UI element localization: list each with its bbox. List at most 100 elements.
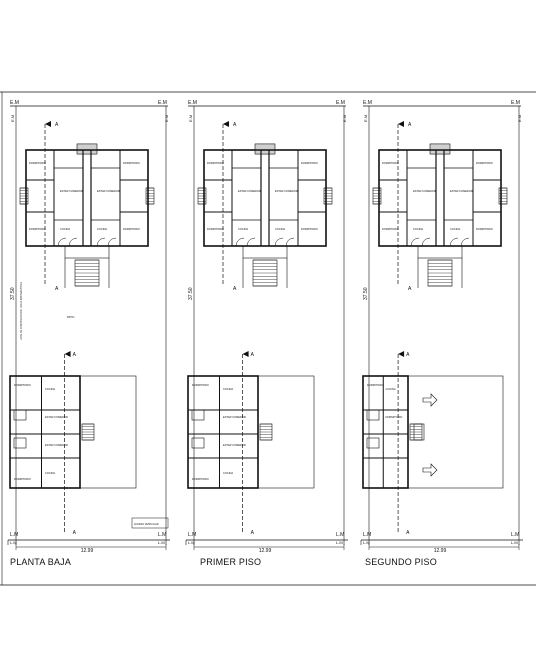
section-label-a: A bbox=[406, 352, 410, 358]
section-label-a: A bbox=[73, 530, 77, 536]
door-swing bbox=[246, 237, 256, 247]
lower-lot-outline bbox=[257, 375, 315, 489]
bathroom bbox=[366, 437, 380, 449]
room-label-upper: ESTAR COMEDOR bbox=[450, 189, 473, 193]
stair-outline bbox=[372, 187, 382, 205]
room-label-lower: COCINA bbox=[45, 471, 55, 475]
section-label-a: A bbox=[251, 352, 255, 358]
em-vertical-right: E.M bbox=[342, 115, 347, 122]
room-label-lower: DORMITORIO bbox=[14, 383, 31, 387]
caption-planta-baja: PLANTA BAJA bbox=[10, 557, 72, 567]
stair-outline bbox=[427, 259, 453, 287]
em-label-left: E.M bbox=[363, 100, 372, 106]
room-label-upper: DORMITORIO bbox=[301, 227, 318, 231]
caption-segundo-piso: SEGUNDO PISO bbox=[365, 557, 437, 567]
room-label-lower: DORMITORIO bbox=[192, 383, 209, 387]
room-label-upper: DORMITORIO bbox=[207, 161, 224, 165]
lower-block-outline bbox=[362, 375, 409, 489]
front-landing bbox=[242, 245, 288, 259]
em-label-right: E.M bbox=[336, 100, 345, 106]
bathroom bbox=[13, 409, 27, 421]
door-swing bbox=[235, 237, 245, 247]
section-arrow bbox=[64, 351, 71, 357]
door-swing bbox=[96, 237, 106, 247]
room-label-lower: COCINA bbox=[386, 387, 396, 391]
door-swing bbox=[410, 237, 420, 247]
section-arrow bbox=[398, 351, 405, 357]
section-arrow bbox=[398, 121, 404, 127]
arrow-icon bbox=[422, 393, 438, 407]
room-label-upper: COCINA bbox=[275, 227, 285, 231]
room-label-upper: DORMITORIO bbox=[301, 161, 318, 165]
stair-outline bbox=[145, 187, 155, 205]
lm-label-left-lower: L.M bbox=[188, 540, 195, 545]
door-swing bbox=[285, 237, 295, 247]
room-label-upper: COCINA bbox=[97, 227, 107, 231]
room-label-upper: DORMITORIO bbox=[29, 161, 46, 165]
door-swing bbox=[274, 237, 284, 247]
door-swing bbox=[107, 237, 117, 247]
section-label-a: A bbox=[55, 122, 59, 128]
room-label-lower: ESTAR COMEDOR bbox=[223, 443, 246, 447]
stair-outline bbox=[252, 259, 278, 287]
section-arrow bbox=[45, 121, 51, 127]
door-swing bbox=[421, 237, 431, 247]
room-label-upper: ESTAR COMEDOR bbox=[97, 189, 120, 193]
room-label-upper: DORMITORIO bbox=[123, 161, 140, 165]
door-swing bbox=[57, 237, 67, 247]
lm-label-left-lower: L.M bbox=[363, 540, 370, 545]
stair-outline bbox=[254, 143, 276, 155]
stair-outline bbox=[429, 143, 451, 155]
lm-label-right-lower: L.M bbox=[158, 540, 165, 545]
lm-label-right-lower: L.M bbox=[511, 540, 518, 545]
depth-dimension: 37.50 bbox=[363, 287, 369, 300]
room-label-upper: COCINA bbox=[60, 227, 70, 231]
em-label-right: E.M bbox=[158, 100, 167, 106]
room-label-upper: COCINA bbox=[238, 227, 248, 231]
section-arrow bbox=[223, 121, 229, 127]
room-label-upper: ESTAR COMEDOR bbox=[60, 189, 83, 193]
room-label-upper: DORMITORIO bbox=[476, 227, 493, 231]
room-label-upper: ESTAR COMEDOR bbox=[238, 189, 261, 193]
em-label-left: E.M bbox=[10, 100, 19, 106]
room-label-lower: DORMITORIO bbox=[192, 477, 209, 481]
stair-outline bbox=[76, 143, 98, 155]
stamp-text: ACCESO VEHICULAR bbox=[134, 523, 159, 526]
front-landing bbox=[64, 245, 110, 259]
room-label-upper: DORMITORIO bbox=[382, 161, 399, 165]
section-label-a: A bbox=[408, 122, 412, 128]
room-label-lower: DORMITORIO bbox=[367, 383, 384, 387]
bathroom bbox=[13, 437, 27, 449]
section-arrow bbox=[242, 351, 249, 357]
door-swing bbox=[460, 237, 470, 247]
lm-label-left: L.M bbox=[188, 532, 196, 538]
section-label-a: A bbox=[233, 286, 237, 292]
stamp-box bbox=[131, 517, 169, 529]
room-label-upper: ESTAR COMEDOR bbox=[275, 189, 298, 193]
em-label-right: E.M bbox=[511, 100, 520, 106]
room-label-upper: DORMITORIO bbox=[476, 161, 493, 165]
room-label-upper: COCINA bbox=[413, 227, 423, 231]
section-label-a: A bbox=[233, 122, 237, 128]
stair-outline bbox=[74, 259, 100, 287]
stair-outline bbox=[323, 187, 333, 205]
room-label-upper: COCINA bbox=[450, 227, 460, 231]
door-swing bbox=[68, 237, 78, 247]
door-swing bbox=[449, 237, 459, 247]
em-vertical-right: E.M bbox=[517, 115, 522, 122]
section-label-a: A bbox=[251, 530, 255, 536]
stair-outline bbox=[259, 423, 273, 441]
room-label-upper: DORMITORIO bbox=[207, 227, 224, 231]
room-label-lower: ESTAR COMEDOR bbox=[45, 443, 68, 447]
lm-label-right: L.M bbox=[336, 532, 344, 538]
room-label-lower: ESTAR COMEDOR bbox=[223, 415, 246, 419]
room-label-lower: COCINA bbox=[223, 471, 233, 475]
section-label-a: A bbox=[406, 530, 410, 536]
em-vertical-right: E.M bbox=[164, 115, 169, 122]
room-label-lower: COCINA bbox=[223, 387, 233, 391]
stair-core bbox=[413, 423, 425, 441]
